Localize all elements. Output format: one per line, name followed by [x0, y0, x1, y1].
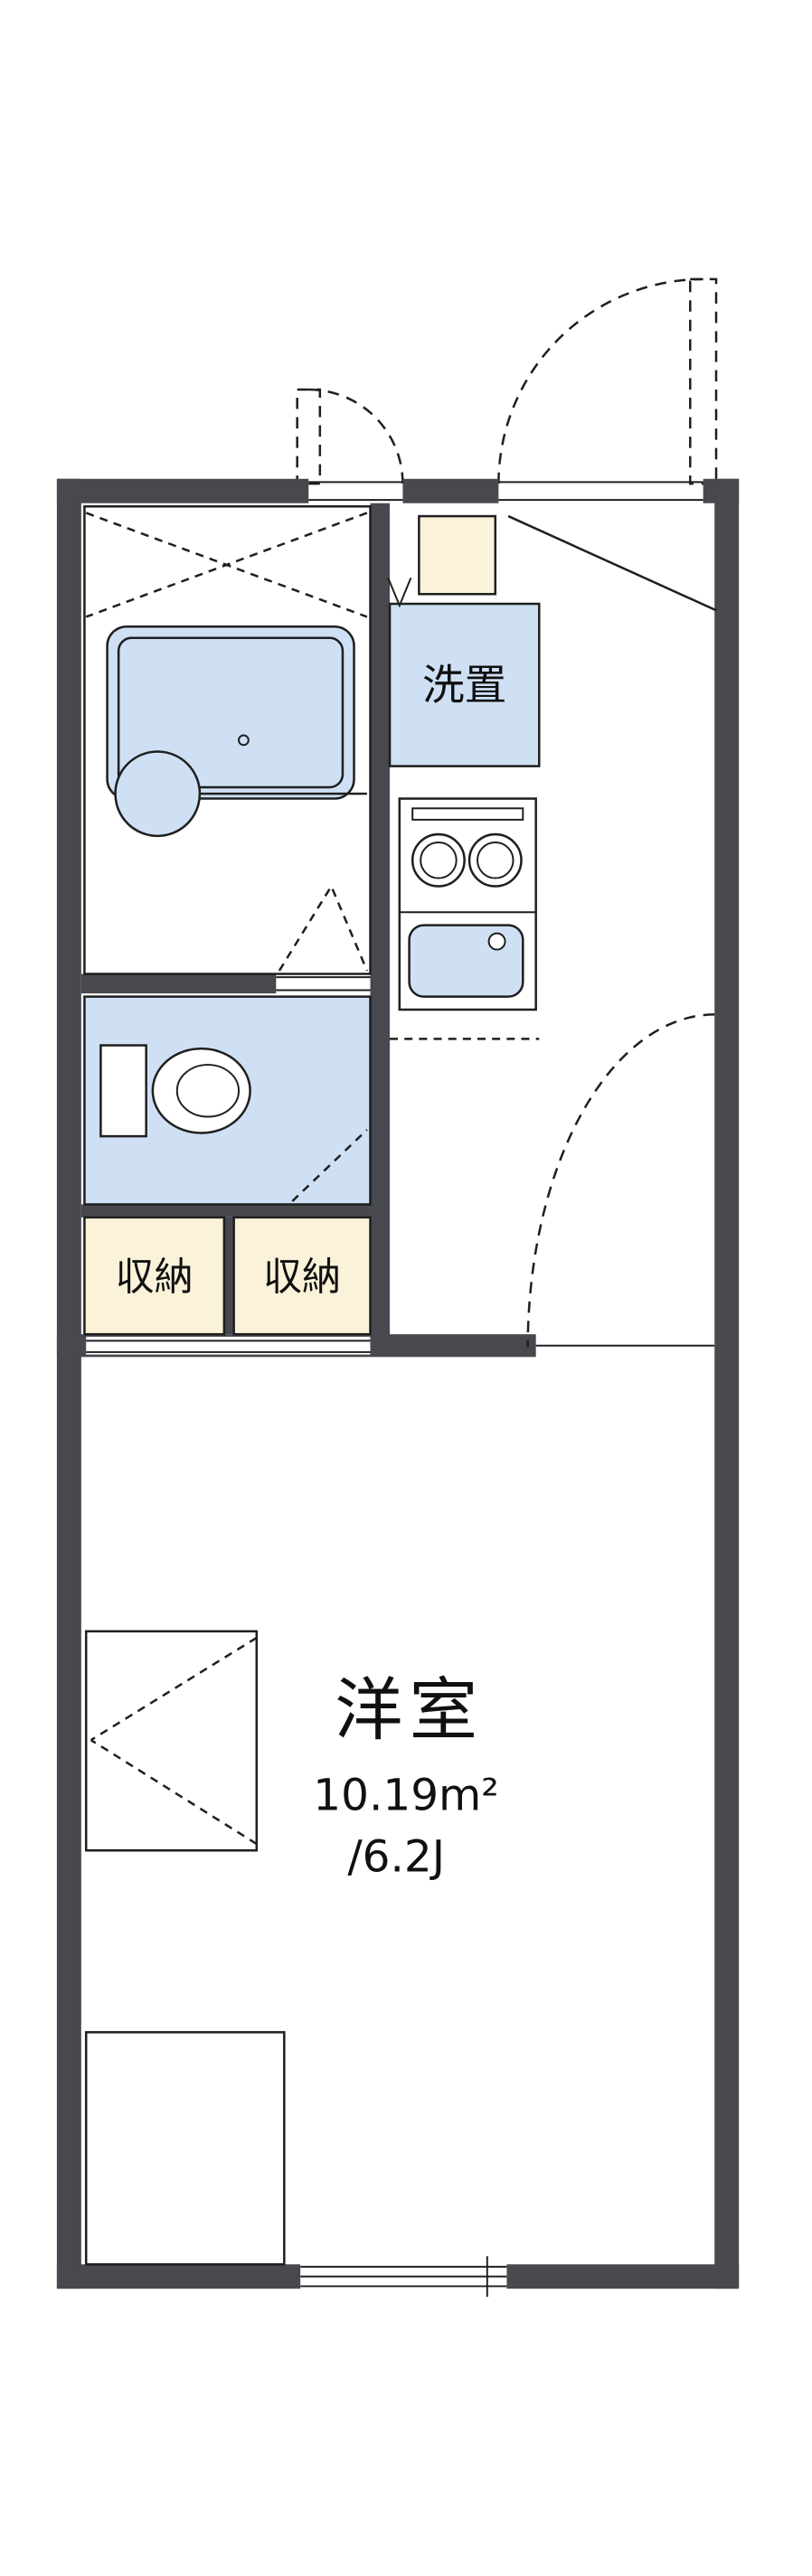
small-door-swing	[296, 388, 404, 485]
wall-left	[56, 478, 81, 2289]
toilet-room	[83, 995, 372, 1206]
sliding-window	[300, 2256, 507, 2298]
bathroom	[83, 505, 372, 975]
washer-space-label: 洗置	[422, 662, 506, 710]
bay-window	[84, 1630, 259, 1852]
wall-bottom-right	[506, 2264, 740, 2289]
toilet-tank	[99, 1044, 147, 1138]
wall-inner-vertical	[370, 503, 391, 1356]
stove-burner-left-inner	[420, 841, 458, 879]
entry-door-arc	[497, 277, 703, 484]
washbasin	[114, 750, 202, 838]
main-room-size: /6.2J	[347, 1832, 445, 1883]
bathtub-inner	[117, 636, 345, 789]
stove-grill	[411, 807, 524, 821]
small-door-arc	[308, 388, 404, 484]
corner-counter	[84, 2031, 286, 2266]
stove-burner-right-inner	[477, 841, 515, 879]
wall-storage-divider	[223, 1217, 234, 1335]
wall-top-right	[703, 478, 740, 503]
storage-closets: 収納 収納	[83, 1216, 372, 1355]
bathtub-drain	[238, 734, 250, 747]
main-room-area: 10.19m²	[313, 1770, 498, 1820]
wall-bath-toilet	[80, 973, 277, 994]
walls	[56, 478, 740, 2289]
storage-closet-right	[232, 1216, 372, 1336]
toilet-bowl-inner	[175, 1064, 241, 1118]
wall-right	[714, 478, 740, 2289]
toilet-bowl	[151, 1047, 251, 1134]
wall-toilet-storage	[80, 1204, 371, 1217]
shoe-cabinet	[418, 514, 497, 596]
wall-top-left	[56, 478, 309, 503]
bay-window-mark	[90, 1636, 258, 1742]
step-arrow-icon	[387, 577, 412, 608]
bay-window-mark	[90, 1739, 258, 1846]
main-room: 洋室 10.19m² /6.2J	[84, 1630, 499, 2266]
wall-bottom-left	[56, 2264, 301, 2289]
washer-space: 洗置	[388, 602, 541, 767]
kitchen-sink	[408, 924, 524, 998]
kitchen	[390, 797, 540, 1040]
entrance-step-line	[507, 514, 717, 612]
toilet-door-swing	[291, 1128, 368, 1202]
main-room-label: 洋室	[335, 1670, 484, 1750]
bath-cross-mark	[85, 512, 368, 618]
bath-folding-door	[278, 883, 369, 972]
room-door-swing	[526, 1013, 715, 1348]
entrance	[387, 514, 717, 612]
storage-left-label: 収納	[116, 1255, 194, 1301]
wall-top-mid	[402, 478, 499, 503]
sink-faucet	[487, 932, 506, 951]
washer-space-outline	[388, 602, 541, 767]
thresholds	[276, 481, 715, 1347]
storage-closet-left	[83, 1216, 226, 1336]
storage-right-label: 収納	[263, 1255, 341, 1301]
